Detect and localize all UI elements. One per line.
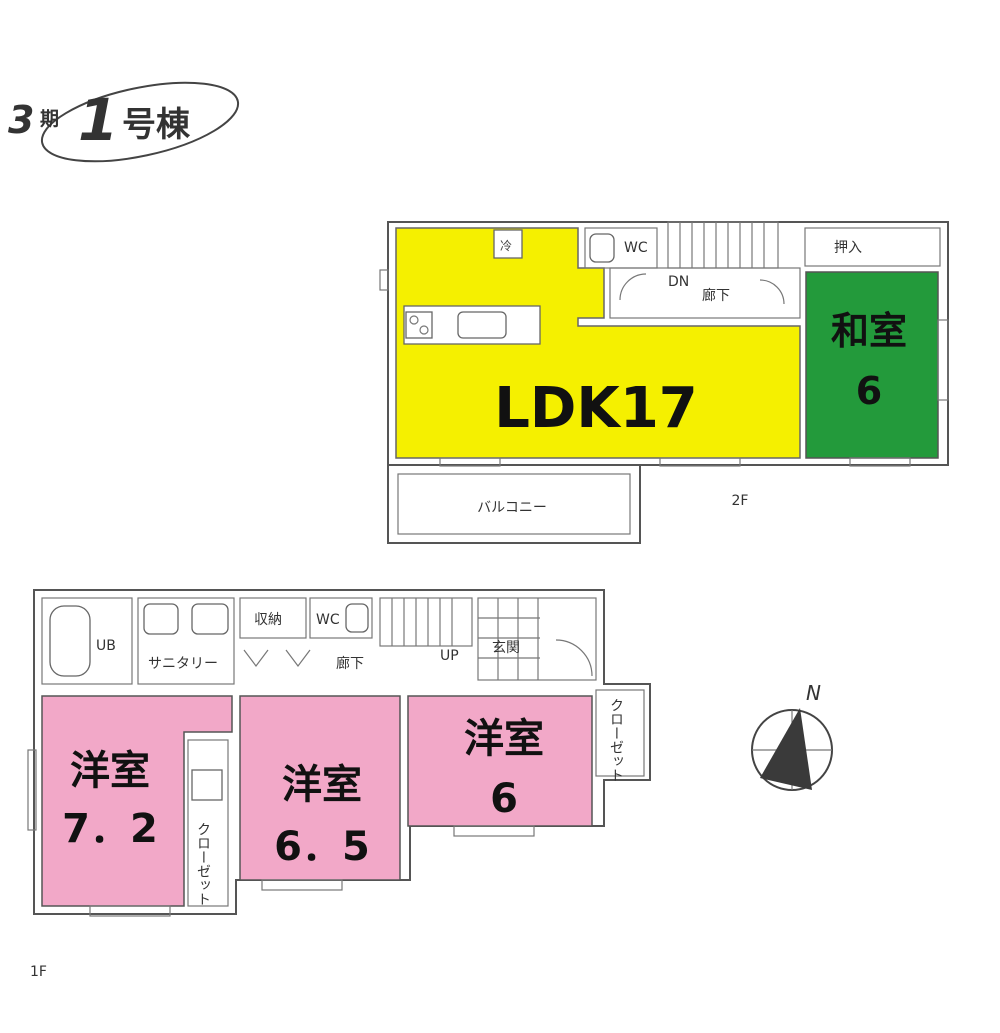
lower-stairs — [379, 597, 473, 647]
balcony-inner — [397, 473, 631, 535]
stove-icon — [405, 311, 433, 339]
yoshitsu-a-label: 洋室 — [70, 748, 150, 794]
title-ellipse — [40, 81, 240, 163]
title-unit: 号棟 — [122, 105, 191, 145]
door-swing — [759, 279, 785, 305]
title-phase: 3 — [8, 98, 34, 142]
upper-wc-label: WC — [624, 240, 648, 256]
bathtub-icon — [49, 605, 91, 677]
title-number: 1 — [78, 86, 118, 154]
bathroom-ub — [41, 597, 133, 685]
oshiire-closet — [804, 227, 941, 267]
toilet-icon — [345, 603, 369, 633]
stairs-dn-label: DN — [668, 274, 689, 290]
entrance-area — [477, 597, 597, 681]
upper-windows — [379, 269, 949, 467]
fridge-icon — [493, 229, 523, 259]
washitsu-size: 6 — [856, 369, 882, 413]
closet-left-label: クローゼット — [195, 822, 211, 906]
storage-label: 収納 — [254, 612, 282, 628]
storage-room — [239, 597, 307, 639]
compass-north-label: N — [806, 681, 821, 705]
upper-floor-plan: 冷 WC DN 廊下 押入 LDK17 和室 6 — [379, 221, 949, 544]
lower-wc-room — [309, 597, 373, 639]
stair-treads — [679, 222, 765, 268]
yoshitsu-a-room — [41, 695, 233, 907]
lower-wc-label: WC — [316, 612, 340, 628]
compass-needle — [760, 708, 812, 790]
burner-icon — [409, 315, 419, 325]
washitsu-room — [805, 271, 939, 459]
sanitary-label: サニタリー — [148, 656, 218, 672]
sink-icon — [457, 311, 507, 339]
washer-icon — [143, 603, 179, 635]
entrance-label: 玄関 — [492, 639, 520, 656]
upper-stairs — [667, 221, 779, 269]
lower-floor-label: 1F — [30, 964, 47, 980]
sanitary-room — [137, 597, 235, 685]
closet-doors — [243, 649, 311, 667]
upper-floor-label: 2F — [732, 493, 749, 509]
closet-right-label: クローゼット — [608, 698, 624, 782]
yoshitsu-b-size: 6．5 — [274, 824, 370, 870]
upper-corridor — [609, 267, 801, 319]
lower-floor-plan: UB サニタリー 収納 WC 玄関 廊下 UP — [27, 589, 651, 980]
upper-corridor-label: 廊下 — [702, 287, 730, 304]
ldk-label: LDK17 — [494, 376, 698, 441]
door-swing — [619, 273, 647, 301]
closet-left — [187, 739, 229, 907]
lower-corridor-label: 廊下 — [336, 655, 364, 672]
ub-label: UB — [96, 638, 116, 654]
compass: N — [751, 681, 833, 791]
yoshitsu-c-room — [407, 695, 593, 827]
washitsu-label: 和室 — [831, 309, 907, 353]
yoshitsu-b-label: 洋室 — [282, 762, 362, 808]
yoshitsu-c-size: 6 — [490, 776, 518, 822]
ac-unit-icon — [191, 769, 223, 801]
balcony-outline — [387, 464, 641, 544]
oshiire-label: 押入 — [834, 240, 862, 256]
stair-treads — [391, 598, 453, 646]
toilet-icon — [589, 233, 615, 263]
stairs-up-label: UP — [440, 648, 459, 664]
title-badge: 3 期 1 号棟 — [8, 81, 240, 163]
entrance-tiles — [478, 598, 540, 680]
fridge-label: 冷 — [500, 239, 512, 253]
yoshitsu-a-size: 7．2 — [62, 806, 158, 852]
yoshitsu-b-room — [239, 695, 401, 881]
closet-right — [595, 689, 645, 777]
burner-icon — [419, 325, 429, 335]
door-swing — [555, 639, 593, 677]
title-phase-suffix: 期 — [40, 108, 59, 130]
lower-windows — [27, 749, 535, 917]
balcony-label: バルコニー — [477, 500, 547, 516]
lower-outer-wall — [33, 589, 651, 915]
yoshitsu-c-label: 洋室 — [464, 716, 544, 762]
washbasin-icon — [191, 603, 229, 635]
